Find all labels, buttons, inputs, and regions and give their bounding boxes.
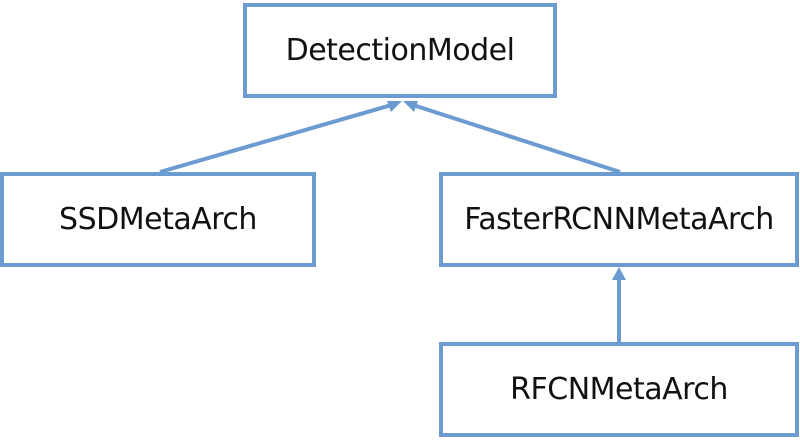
arrowhead-faster-to-detection xyxy=(403,101,418,112)
arrowhead-rfcn-to-faster xyxy=(612,267,626,280)
edge-ssd-to-detection xyxy=(159,102,396,174)
arrowhead-ssd-to-detection xyxy=(387,101,402,112)
node-detection-model: DetectionModel xyxy=(243,3,557,98)
edge-faster-to-detection xyxy=(409,102,621,174)
node-label: RFCNMetaArch xyxy=(510,372,728,407)
node-label: SSDMetaArch xyxy=(59,202,257,237)
node-rfcn-meta-arch: RFCNMetaArch xyxy=(439,342,799,437)
node-faster-rcnn-meta-arch: FasterRCNNMetaArch xyxy=(439,172,799,267)
node-label: FasterRCNNMetaArch xyxy=(464,202,774,237)
node-ssd-meta-arch: SSDMetaArch xyxy=(0,172,316,267)
node-label: DetectionModel xyxy=(285,33,515,68)
